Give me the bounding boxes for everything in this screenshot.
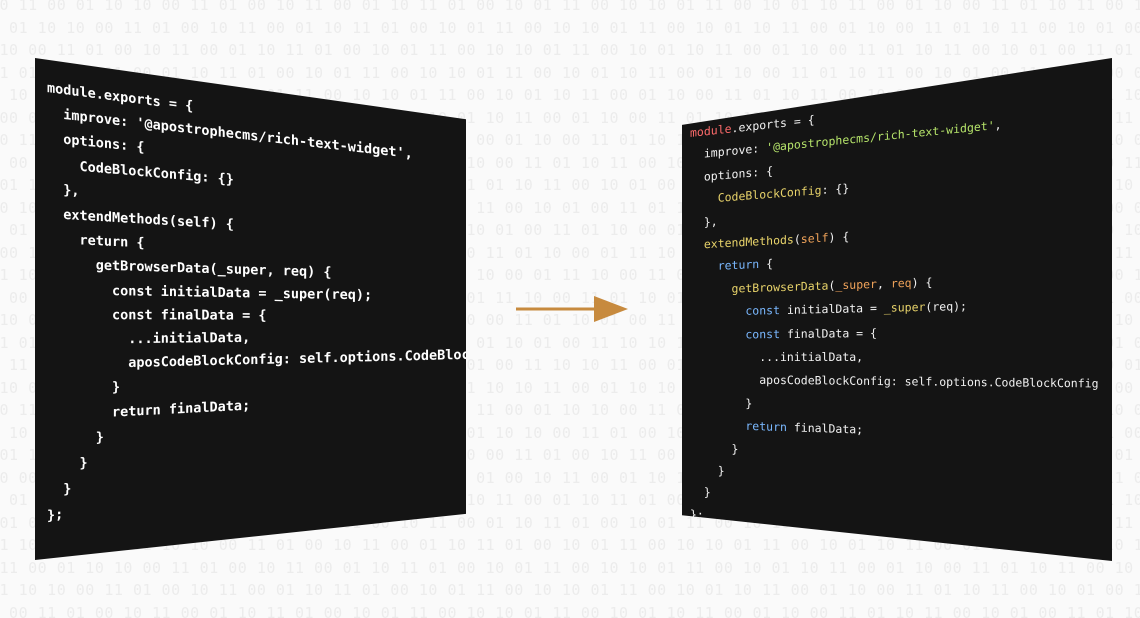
code-token: return [690,417,787,435]
code-token: } [47,379,121,399]
code-token: ...initialData, [690,350,864,364]
diagram.left_panel-code-line: aposCodeBlockConfig: self.options.CodeBl… [47,346,466,374]
diagram.right_panel-code-line: return { [690,257,773,275]
code-token: }, [690,213,718,230]
code-token: const finalData = { [47,306,267,324]
diagram.right_panel-code-line: }; [690,507,704,522]
code-token: , [876,276,891,291]
diagram.right_panel-code-line: } [690,439,739,456]
diagram.right_panel-code-line: } [690,462,725,478]
code-token: finalData = { [780,325,877,341]
code-token: CodeBlockConfig [690,183,822,208]
code-token: (req); [925,299,967,315]
code-token: { [759,256,774,272]
diagram.left_panel-code-line: }; [47,507,63,525]
code-token: finalData; [786,420,864,437]
code-token: }; [47,506,64,525]
code-token: const [690,303,781,320]
diagram.left_panel-code-line: improve: '@apostrophecms/rich-text-widge… [47,105,413,162]
diagram.left_panel-code-line: const initialData = _super(req); [47,282,372,303]
diagram.right_panel-code-line: }, [690,214,718,230]
diagram.left_panel-code-line: ...initialData, [47,330,250,348]
diagram.left_panel-code-line: } [47,481,71,499]
code-token: } [47,480,72,500]
code-token: return { [47,231,145,252]
diagram.right_panel-code-line: } [690,395,752,410]
code-token: return [690,257,760,275]
code-token: improve: [47,105,137,132]
diagram.left_panel-code-line: const finalData = { [47,306,267,324]
code-token: improve: [690,140,767,163]
diagram.left_panel-code-line: extendMethods(self) { [47,206,234,233]
code-token: module [690,121,732,140]
arrow-head [594,296,628,322]
diagram.right_panel-code-line: options: { [690,164,773,185]
diagram.left_panel-code-line: return finalData; [47,397,250,423]
code-token: } [690,462,725,478]
diagram.right_panel-code-line: } [690,484,711,499]
code-token: return finalData; [47,397,251,424]
code-token: : {} [821,181,850,198]
diagram.left_panel-code-line: options: { [47,130,145,157]
diagram.right_panel-code-line: ...initialData, [690,350,863,364]
diagram.right_panel-code-line: CodeBlockConfig: {} [690,181,850,208]
code-token: }, [47,180,80,200]
code-token: ( [793,231,801,247]
code-token: _super [883,300,926,315]
code-token: aposCodeBlockConfig: self.options.CodeBl… [128,345,466,372]
code-token: }; [690,506,704,522]
code-token: extendMethods(self) { [47,206,234,233]
code-token: ...initialData, [47,329,251,348]
code-token: } [690,394,753,411]
diagram.right_panel-code-line: aposCodeBlockConfig: self.options.CodeBl… [690,372,1099,391]
code-token: options: { [47,130,145,157]
diagram.right_panel-code-line: module.exports = { [690,112,815,140]
right-arrow-icon [516,296,628,322]
code-token: } [690,439,739,456]
code-token: aposCodeBlockConfig: self.options.CodeBl… [690,372,1099,391]
code-token: } [47,454,88,474]
code-token: self [800,230,829,246]
code-token: extendMethods [690,232,794,252]
diagram.left_panel-code-line: getBrowserData(_super, req) { [47,256,332,282]
diagram.right_panel-code-line: return finalData; [690,417,863,437]
diagram.right_panel-code-line: const initialData = _super(req); [690,299,967,319]
code-token: options: { [690,163,774,185]
diagram.right_panel-code-line: const finalData = { [690,326,877,342]
diagram.left_panel-code-line: } [47,455,88,474]
diagram.left_panel-code-line: }, [47,180,80,200]
code-token: .exports = { [731,112,815,136]
code-token: ) { [911,274,933,290]
code-token: req [890,275,912,291]
diagram.left_panel-code-line: return { [47,231,145,252]
code-panel-highlighted: module.exports = { improve: '@apostrophe… [682,58,1112,561]
code-token: const initialData = _super(req); [47,281,373,304]
diagram.left_panel-code-line: } [47,380,120,399]
code-token: getBrowserData [690,278,829,297]
diagram.right_panel-code-line: getBrowserData(_super, req) { [690,274,933,297]
code-token: } [47,429,104,449]
code-token: const [690,326,781,342]
code-token: , [994,117,1002,133]
diagram.right_panel-code-line: extendMethods(self) { [690,229,849,252]
code-panel-plain: module.exports = { improve: '@apostrophe… [35,58,466,560]
code-token: getBrowserData(_super, req) { [47,256,332,282]
code-token: initialData = [780,300,884,318]
code-token: } [690,484,711,500]
code-token: ) { [828,229,850,245]
diagram.left_panel-code-line: } [47,429,104,449]
code-token: '@apostrophecms/rich-text-widget', [136,115,413,163]
code-token: _super [835,276,877,293]
